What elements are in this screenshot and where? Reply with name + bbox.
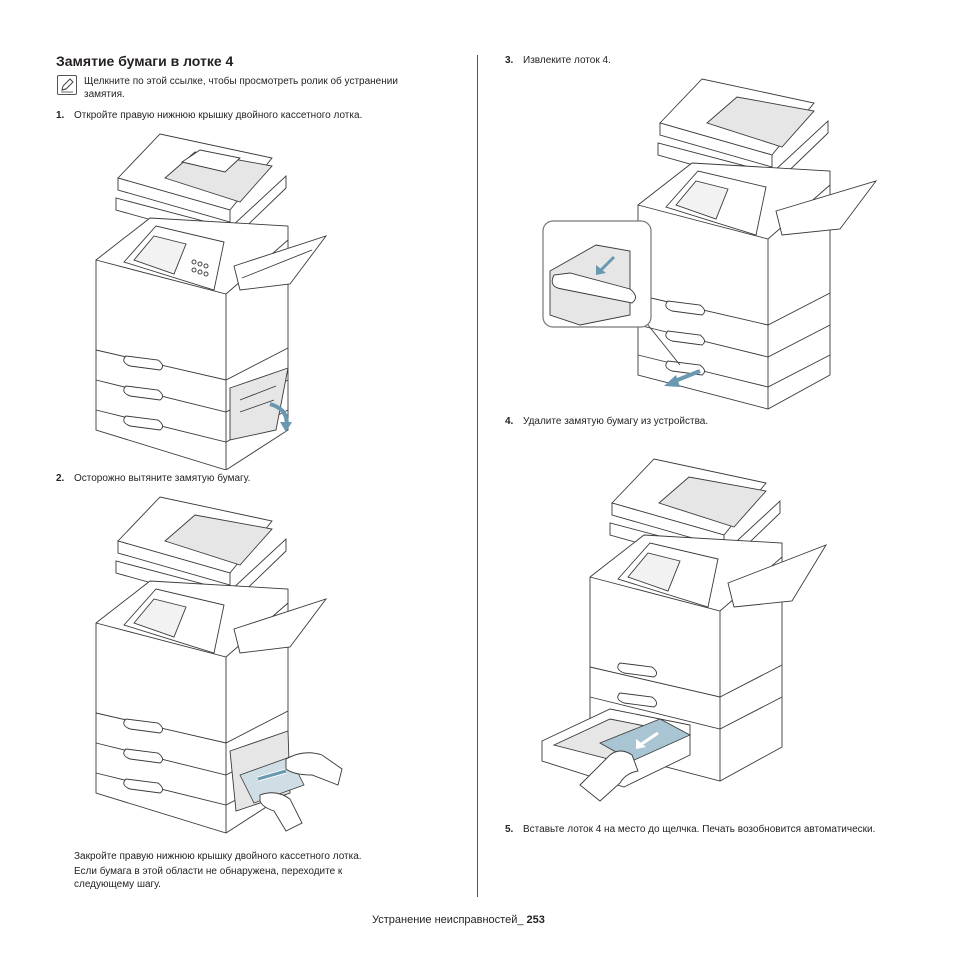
figure-remove-tray-4 bbox=[540, 75, 880, 420]
step-text: Вставьте лоток 4 на место до щелчка. Печ… bbox=[523, 824, 876, 835]
step-text: Осторожно вытяните замятую бумагу. bbox=[74, 473, 251, 484]
figure-pull-out-jammed-paper bbox=[90, 493, 350, 844]
step-number: 5. bbox=[505, 824, 514, 835]
step-text: Откройте правую нижнюю крышку двойного к… bbox=[74, 110, 363, 121]
page-number: 253 bbox=[526, 914, 545, 926]
close-cover-instruction: Закройте правую нижнюю крышку двойного к… bbox=[74, 851, 362, 862]
step-number: 2. bbox=[56, 473, 65, 484]
step-number: 4. bbox=[505, 416, 514, 427]
step-number: 3. bbox=[505, 55, 514, 66]
step-2: 2. Осторожно вытяните замятую бумагу. bbox=[56, 473, 456, 486]
step-5: 5. Вставьте лоток 4 на место до щелчка. … bbox=[505, 824, 885, 837]
pencil-note-icon bbox=[57, 75, 77, 95]
column-divider bbox=[477, 55, 478, 897]
step-4: 4. Удалите замятую бумагу из устройства. bbox=[505, 416, 905, 429]
section-title: Замятие бумаги в лотке 4 bbox=[56, 53, 234, 69]
footer-label: Устранение неисправностей_ bbox=[372, 914, 524, 926]
step-3: 3. Извлеките лоток 4. bbox=[505, 55, 905, 68]
figure-open-lower-right-cover bbox=[90, 130, 340, 475]
video-link-note[interactable]: Щелкните по этой ссылке, чтобы просмотре… bbox=[84, 76, 398, 100]
page-footer: Устранение неисправностей_ 253 bbox=[372, 914, 545, 926]
step-number: 1. bbox=[56, 110, 65, 121]
figure-remove-jammed-paper-from-device bbox=[540, 455, 830, 810]
step-1: 1. Откройте правую нижнюю крышку двойног… bbox=[56, 110, 456, 123]
no-paper-hint: Если бумага в этой области не обнаружена… bbox=[74, 866, 343, 890]
step-text: Извлеките лоток 4. bbox=[523, 55, 611, 66]
step-text: Удалите замятую бумагу из устройства. bbox=[523, 416, 709, 427]
